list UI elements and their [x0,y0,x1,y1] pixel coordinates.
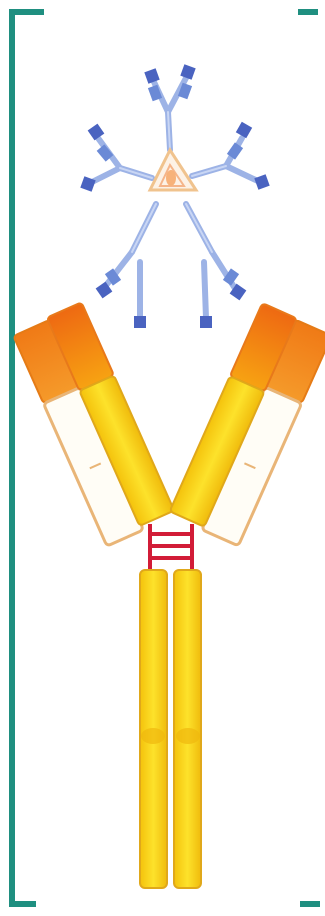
bracket-right [298,12,320,904]
bracket-left [12,12,44,904]
heavy-chain-right [174,570,201,888]
heavy-chain-left [140,570,167,888]
glycan-hub [150,150,196,190]
glycan-tree [80,64,269,328]
hinge-disulfide-bonds [150,524,192,572]
